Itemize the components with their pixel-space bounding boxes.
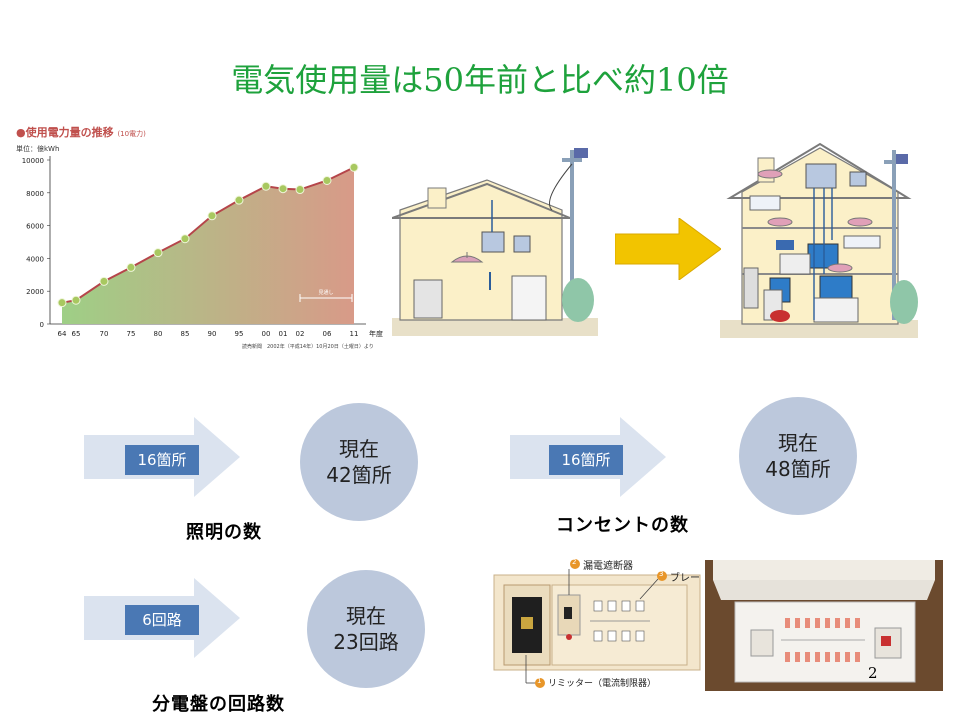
- circuits-caption: 分電盤の回路数: [152, 694, 285, 715]
- chart-title: ●使用電力量の推移 (10電力): [16, 126, 146, 139]
- house-1960s-illustration: [392, 148, 598, 336]
- x-tick-label: 11: [350, 330, 359, 338]
- x-tick-label: 65: [72, 330, 81, 338]
- limiter-label: リミッター（電流制限器）: [548, 679, 657, 689]
- x-tick-label: 95: [235, 330, 244, 338]
- chart-unit-label: 単位：億kWh: [16, 145, 60, 153]
- distribution-board-photo: [705, 560, 943, 691]
- data-point: [126, 262, 136, 272]
- lights-old-count: 16箇所: [125, 445, 199, 475]
- data-point: [99, 276, 109, 286]
- circuits-current-label: 現在: [346, 604, 386, 628]
- leak-breaker-label: 漏電遮断器: [583, 561, 633, 572]
- x-tick-label: 90: [208, 330, 217, 338]
- x-tick-label: 75: [127, 330, 136, 338]
- x-axis-label: 年度: [369, 329, 383, 338]
- page-number: 2: [868, 664, 878, 682]
- data-point: [278, 184, 288, 194]
- outlets-old-count: 16箇所: [549, 445, 623, 475]
- slide-title: 電気使用量は50年前と比べ約10倍: [231, 61, 729, 99]
- data-point: [57, 298, 67, 308]
- outlets-caption: コンセントの数: [556, 515, 689, 536]
- data-point: [180, 234, 190, 244]
- data-point: [153, 248, 163, 258]
- data-point: [349, 162, 359, 172]
- x-tick-label: 06: [323, 330, 332, 338]
- circuits-current-circle: 現在 23回路: [307, 570, 425, 688]
- x-tick-label: 85: [181, 330, 190, 338]
- x-tick-label: 01: [279, 330, 288, 338]
- y-tick-label: 0: [40, 321, 44, 329]
- x-tick-label: 70: [100, 330, 109, 338]
- leak-breaker-number: 2: [572, 558, 577, 566]
- forecast-annotation: 見通し: [318, 289, 333, 296]
- arrow-right-icon: [615, 218, 721, 280]
- circuits-old-count: 6回路: [125, 605, 199, 635]
- outlets-current-count: 48箇所: [765, 457, 831, 481]
- x-tick-label: 80: [154, 330, 163, 338]
- x-tick-label: 02: [296, 330, 305, 338]
- data-point: [71, 295, 81, 305]
- chart-area: [62, 167, 354, 324]
- y-tick-label: 10000: [22, 157, 44, 165]
- chart-source: 読売新聞 2002年（平成14年）10月20日（土曜日）より: [242, 344, 374, 350]
- lights-caption: 照明の数: [186, 522, 262, 543]
- limiter-number: 1: [537, 677, 542, 685]
- circuits-current-count: 23回路: [333, 630, 399, 654]
- outlets-current-label: 現在: [778, 431, 818, 455]
- house-modern-illustration: [720, 142, 918, 338]
- y-tick-label: 6000: [26, 223, 44, 231]
- data-point: [234, 195, 244, 205]
- y-tick-label: 4000: [26, 255, 44, 263]
- data-point: [261, 181, 271, 191]
- lights-current-label: 現在: [339, 437, 379, 461]
- chart-svg: 0 2000 4000 6000 8000 10000 64 65 70 75 80 85 90 95 00…: [22, 156, 383, 338]
- breaker-label: ブレー: [670, 573, 700, 584]
- data-point: [207, 211, 217, 221]
- breaker-panel-svg: [493, 559, 701, 688]
- data-point: [322, 176, 332, 185]
- data-point: [295, 185, 305, 195]
- lights-current-count: 42箇所: [326, 463, 392, 487]
- lights-current-circle: 現在 42箇所: [300, 403, 418, 521]
- x-tick-label: 64: [58, 330, 67, 338]
- electricity-usage-chart: 0 2000 4000 6000 8000 10000 64 65 70 75 80 85 90 95 00…: [10, 122, 390, 357]
- x-tick-label: 00: [262, 330, 271, 338]
- breaker-panel-diagram: 2 漏電遮断器 3 ブレー 1 リミッター（電流制限器）: [490, 555, 705, 695]
- outlets-current-circle: 現在 48箇所: [739, 397, 857, 515]
- y-tick-label: 2000: [26, 288, 44, 296]
- breaker-number: 3: [659, 570, 664, 578]
- y-tick-label: 8000: [26, 190, 44, 198]
